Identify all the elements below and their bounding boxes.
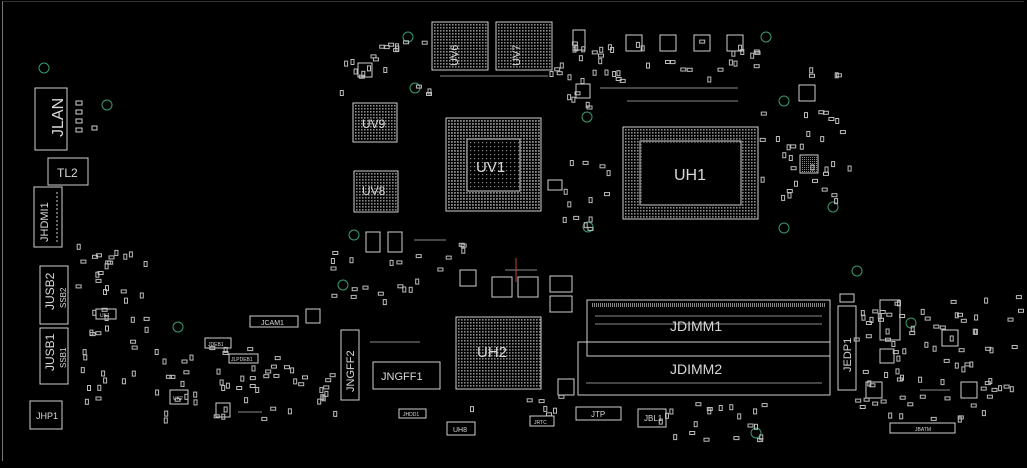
uh8-outline[interactable] bbox=[446, 421, 476, 436]
jedp1-outline[interactable] bbox=[837, 305, 857, 391]
uv7-label: UV7 bbox=[511, 45, 523, 66]
uv9-label: UV9 bbox=[362, 117, 386, 131]
uv6-outline[interactable] bbox=[431, 21, 489, 71]
uv6-label: UV6 bbox=[449, 45, 461, 66]
uv9-outline[interactable] bbox=[352, 102, 398, 143]
jdimm2-outline[interactable] bbox=[577, 341, 831, 396]
uh1-die bbox=[639, 140, 742, 206]
jusb1-label: JUSB1 bbox=[43, 333, 57, 371]
jtp-outline[interactable] bbox=[575, 406, 622, 421]
uh2-outline[interactable] bbox=[455, 316, 542, 390]
mounting-holes bbox=[38, 31, 917, 439]
jusb1-outline[interactable] bbox=[39, 327, 69, 385]
uv7-outline[interactable] bbox=[495, 21, 553, 71]
tl2-outline[interactable] bbox=[47, 157, 89, 186]
jcam1-label: JCAM1 bbox=[261, 320, 284, 327]
uv1-outline[interactable] bbox=[445, 117, 542, 212]
jbatm-label: JBATM bbox=[915, 427, 931, 433]
jrtc-outline[interactable] bbox=[529, 415, 555, 427]
jngff2-outline[interactable] bbox=[340, 329, 360, 401]
jusb2-outline[interactable] bbox=[39, 265, 69, 325]
jhdd1-label: JHDD1 bbox=[403, 412, 419, 418]
tl2-label: TL2 bbox=[57, 166, 78, 180]
ssb1-label: SSB1 bbox=[59, 347, 68, 368]
jrtc-label: JRTC bbox=[534, 420, 547, 426]
ssb2-label: SSB2 bbox=[59, 287, 68, 308]
jhdmi1-outline[interactable] bbox=[33, 186, 63, 248]
passive-strips bbox=[238, 75, 950, 413]
uk2-label: UK2 bbox=[173, 396, 183, 402]
jtp-label: JTP bbox=[591, 410, 605, 419]
uh1-label: UH1 bbox=[674, 167, 706, 184]
jngff2-label: JNGFF2 bbox=[345, 350, 357, 392]
jbatm-outline[interactable] bbox=[889, 422, 956, 434]
jhp1-outline[interactable] bbox=[29, 400, 63, 430]
jedp1-label: JEDP1 bbox=[842, 338, 854, 372]
uh1-outline[interactable] bbox=[622, 126, 759, 220]
jdeb1-label: JDEB1 bbox=[208, 342, 224, 348]
uv8-label: UV8 bbox=[362, 184, 386, 198]
jdimm1-outline[interactable] bbox=[586, 299, 831, 357]
jlan-label: JLAN bbox=[50, 98, 67, 137]
pad-fields bbox=[355, 24, 825, 387]
jbl1-label: JBL1 bbox=[644, 414, 663, 423]
jdeb1-outline[interactable] bbox=[204, 337, 232, 349]
uh8-label: UH8 bbox=[453, 427, 467, 434]
jusb2-label: JUSB2 bbox=[43, 272, 57, 310]
jcam1-outline[interactable] bbox=[249, 315, 299, 328]
jlpdeb1-label: JLPDEB1 bbox=[231, 357, 253, 363]
jhp1-label: JHP1 bbox=[36, 411, 58, 421]
passive-components bbox=[75, 39, 1024, 443]
jlan-pins bbox=[75, 100, 98, 133]
uh2-label: UH2 bbox=[477, 344, 507, 361]
jhdd1-outline[interactable] bbox=[398, 408, 427, 419]
jlpdeb1-outline[interactable] bbox=[228, 353, 259, 364]
uv8-outline[interactable] bbox=[353, 170, 399, 213]
uk1-label: UK1 bbox=[100, 313, 110, 319]
uv1-label: UV1 bbox=[476, 159, 505, 176]
jhdmi1-label: JHDMI1 bbox=[39, 202, 51, 242]
small-ics bbox=[215, 29, 978, 418]
jngff1-label: JNGFF1 bbox=[381, 371, 423, 383]
jdimm1-label: JDIMM1 bbox=[670, 318, 722, 334]
jngff1-outline[interactable] bbox=[372, 361, 441, 390]
jdimm2-label: JDIMM2 bbox=[670, 361, 722, 377]
board-outline bbox=[2, 1, 1024, 461]
jlan-outline[interactable] bbox=[34, 87, 68, 151]
